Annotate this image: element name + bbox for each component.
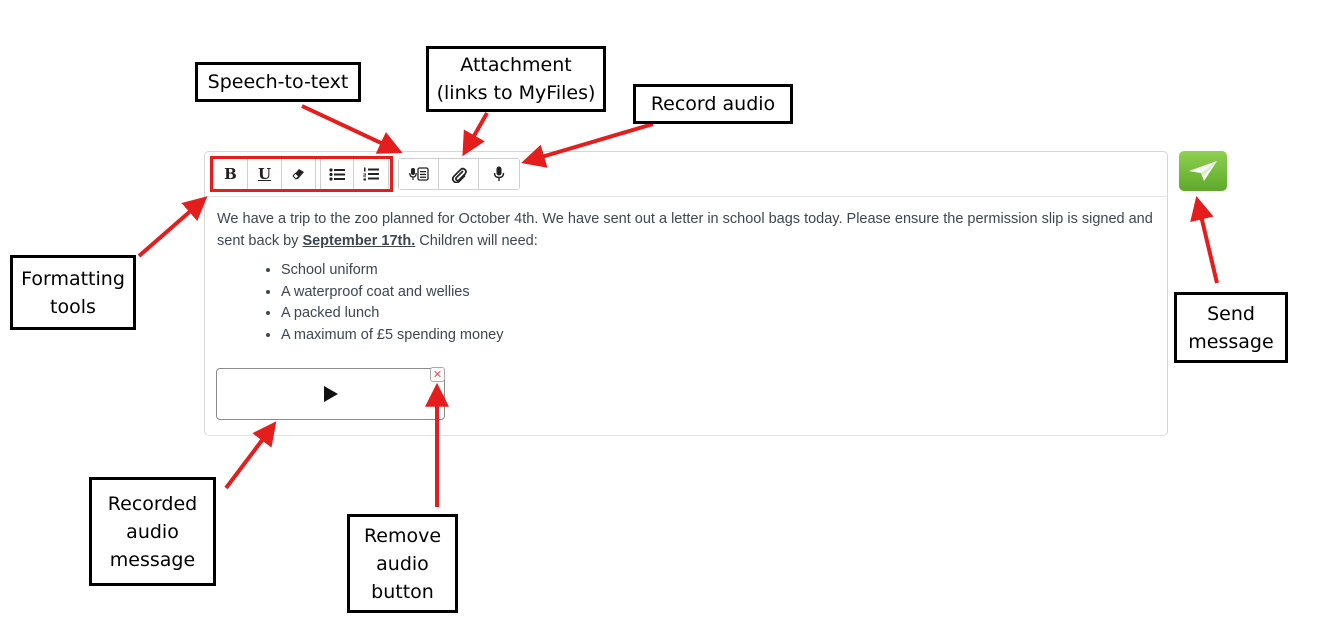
clear-formatting-button[interactable] [282,159,316,189]
callout-send-message: Send message [1174,292,1288,363]
numbered-list-button[interactable] [354,159,388,189]
underline-button[interactable]: U [248,159,282,189]
remove-audio-button[interactable]: ✕ [430,367,445,382]
send-message-button[interactable] [1179,151,1227,191]
callout-remove-audio: Remove audio button [347,514,458,613]
callout-record-audio: Record audio [633,84,793,124]
numbered-list-icon [363,167,379,181]
list-item: A packed lunch [281,303,1157,325]
bullet-list-icon [329,167,345,181]
extras-group [398,158,520,190]
requirements-list: School uniform A waterproof coat and wel… [217,260,1157,346]
message-editor: B U [204,151,1168,436]
message-body[interactable]: We have a trip to the zoo planned for Oc… [217,208,1157,346]
eraser-icon [291,169,304,180]
underline-icon: U [257,165,272,183]
formatting-tools-group: B U [213,158,389,190]
bold-button[interactable]: B [214,159,248,189]
callout-formatting-tools: Formatting tools [10,255,136,330]
deadline-date: September 17th. [302,233,416,249]
paperclip-icon [451,167,467,183]
recorded-audio-player [216,368,445,420]
microphone-icon [493,166,505,181]
list-item: A maximum of £5 spending money [281,325,1157,347]
bullet-list-button[interactable] [320,159,354,189]
list-item: A waterproof coat and wellies [281,282,1157,304]
editor-toolbar: B U [205,152,1167,197]
record-audio-button[interactable] [479,159,519,189]
speech-to-text-button[interactable] [399,159,439,189]
attachment-button[interactable] [439,159,479,189]
callout-recorded-audio: Recorded audio message [89,477,216,586]
callout-attachment: Attachment (links to MyFiles) [426,46,606,112]
play-icon[interactable] [324,386,338,402]
list-item: School uniform [281,260,1157,282]
paper-plane-icon [1189,161,1217,181]
message-paragraph: We have a trip to the zoo planned for Oc… [217,211,1153,249]
bold-icon: B [224,165,237,183]
callout-speech-to-text: Speech-to-text [195,62,361,102]
speech-to-text-icon [408,167,429,181]
